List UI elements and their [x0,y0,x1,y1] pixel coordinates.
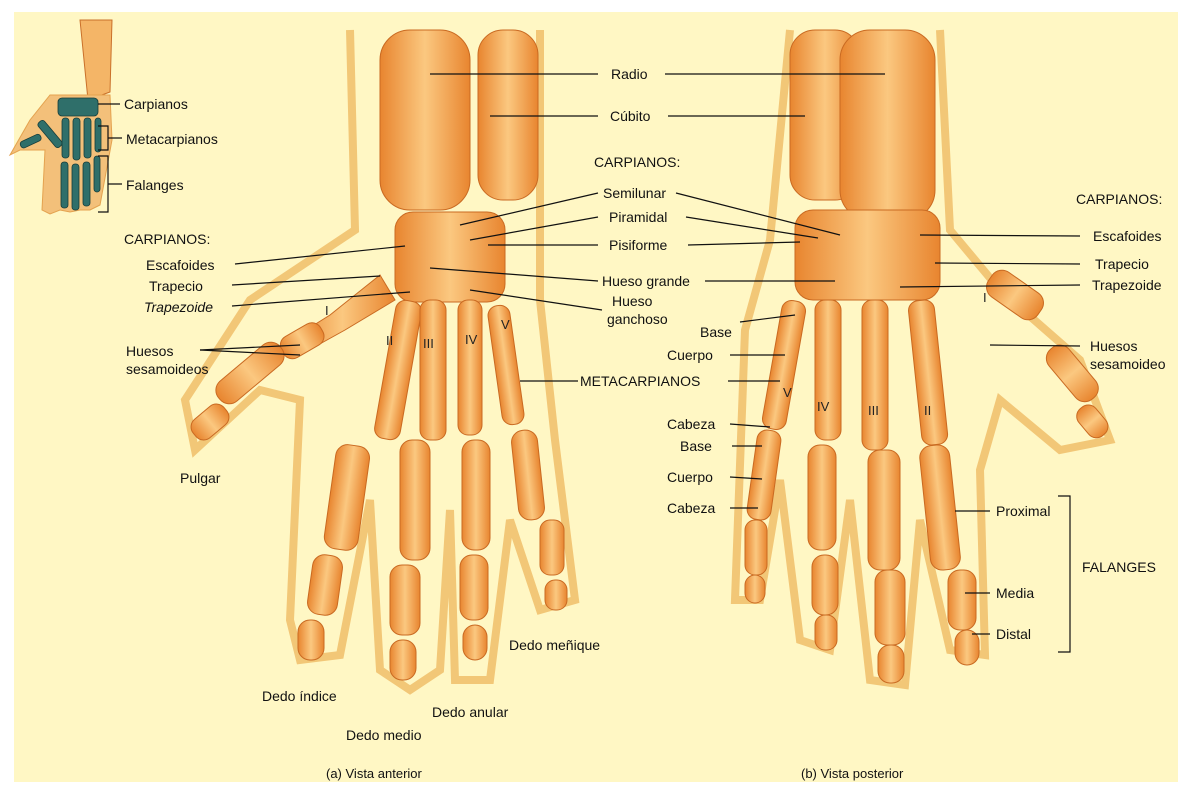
phalanx-base-label: Base [680,438,712,454]
posterior-carpianos-heading: CARPIANOS: [1076,191,1162,207]
posterior-hand-bones [745,30,1112,683]
inset-hand-icon [10,20,112,214]
phalanx-cuerpo-label: Cuerpo [667,469,713,485]
anterior-caption: (a) Vista anterior [326,766,422,782]
anterior-numeral-3: III [423,336,434,351]
posterior-numeral-1: I [983,290,987,305]
metacarpal-cuerpo-label: Cuerpo [667,347,713,363]
inset-carpianos-label: Carpianos [124,96,188,112]
phalanx-cabeza-label: Cabeza [667,500,715,516]
dedo-medio-label: Dedo medio [346,727,422,743]
inset-metacarpianos-label: Metacarpianos [126,131,218,147]
piramidal-label: Piramidal [609,209,667,225]
pisiforme-label: Pisiforme [609,237,667,253]
pulgar-label: Pulgar [180,470,220,486]
metacarpal-base-label: Base [700,324,732,340]
posterior-sesamoideo-label-line2: sesamoideo [1090,356,1166,372]
posterior-caption: (b) Vista posterior [801,766,903,782]
posterior-numeral-4: IV [817,399,829,414]
anterior-trapezoide-label: Trapezoide [144,299,213,315]
anterior-numeral-2: II [386,333,393,348]
anterior-carpianos-heading: CARPIANOS: [124,231,210,247]
distal-label: Distal [996,626,1031,642]
anterior-numeral-4: IV [465,332,477,347]
metacarpianos-label: METACARPIANOS [580,373,700,389]
posterior-trapezoide-label: Trapezoide [1092,277,1162,293]
metacarpal-cabeza-label: Cabeza [667,416,715,432]
proximal-label: Proximal [996,503,1050,519]
hueso-ganchoso-label-line1: Hueso [612,293,652,309]
anterior-trapecio-label: Trapecio [149,278,203,294]
dedo-anular-label: Dedo anular [432,704,508,720]
dedo-menique-label: Dedo meñique [509,637,600,653]
radio-label: Radio [611,66,648,82]
anterior-numeral-1: I [325,303,329,318]
posterior-numeral-2: II [924,403,931,418]
anterior-sesamoideos-label-line1: Huesos [126,343,173,359]
anterior-numeral-5: V [501,317,510,332]
cubito-label: Cúbito [610,108,650,124]
inset-falanges-label: Falanges [126,177,184,193]
center-carpianos-heading: CARPIANOS: [594,154,680,170]
posterior-numeral-5: V [783,385,792,400]
hueso-ganchoso-label-line2: ganchoso [607,311,668,327]
posterior-sesamoideo-label-line1: Huesos [1090,338,1137,354]
posterior-trapecio-label: Trapecio [1095,256,1149,272]
hueso-grande-label: Hueso grande [602,273,690,289]
anterior-sesamoideos-label-line2: sesamoideos [126,361,209,377]
falanges-label: FALANGES [1082,559,1156,575]
posterior-escafoides-label: Escafoides [1093,228,1161,244]
anterior-escafoides-label: Escafoides [146,257,214,273]
posterior-numeral-3: III [868,403,879,418]
media-label: Media [996,585,1034,601]
semilunar-label: Semilunar [603,185,666,201]
dedo-indice-label: Dedo índice [262,688,337,704]
